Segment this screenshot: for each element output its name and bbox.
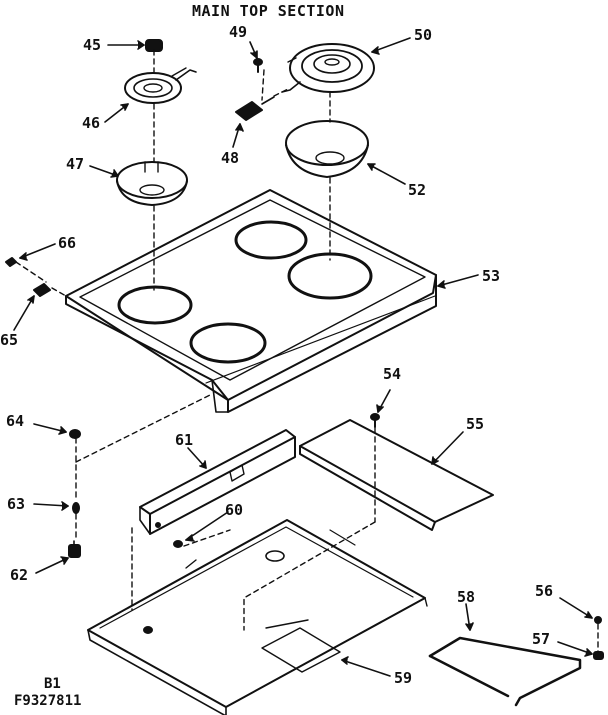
label-45: 45 <box>83 36 102 54</box>
part-48-receptacle <box>235 96 275 121</box>
part-63-spring <box>72 502 80 514</box>
diagram-code: F9327811 <box>14 693 82 709</box>
label-49: 49 <box>229 23 248 41</box>
label-56: 56 <box>535 582 554 600</box>
label-63: 63 <box>7 495 26 513</box>
label-60: 60 <box>225 501 244 519</box>
label-48: 48 <box>221 149 240 167</box>
part-56-screw <box>594 616 602 624</box>
part-61-bracket <box>139 429 296 535</box>
cooktop-main-top <box>65 189 437 413</box>
part-54-screw <box>370 413 380 428</box>
label-65: 65 <box>0 331 19 349</box>
label-61: 61 <box>175 431 194 449</box>
label-55: 55 <box>466 415 485 433</box>
label-53: 53 <box>482 267 501 285</box>
part-52-large-drip-pan <box>285 120 369 178</box>
label-54: 54 <box>383 365 402 383</box>
label-59: 59 <box>394 669 413 687</box>
part-49-screw <box>253 58 263 73</box>
part-66-screw <box>5 257 17 267</box>
part-47-small-drip-pan <box>116 161 188 206</box>
label-64: 64 <box>6 412 25 430</box>
part-60-screw <box>173 540 183 548</box>
leader-arrows <box>13 37 593 677</box>
label-52: 52 <box>408 181 427 199</box>
sheet-label: B1 <box>44 676 61 692</box>
part-50-large-element <box>281 43 375 93</box>
part-65-clip <box>33 283 51 297</box>
label-57: 57 <box>532 630 551 648</box>
label-50: 50 <box>414 26 433 44</box>
part-58-rod <box>428 636 582 707</box>
assembly-lines <box>15 49 599 653</box>
diagram-title: MAIN TOP SECTION <box>192 2 345 20</box>
label-47: 47 <box>66 155 85 173</box>
part-64-nut <box>69 429 81 439</box>
label-58: 58 <box>457 588 476 606</box>
part-46-small-element <box>124 67 197 104</box>
part-57-clip <box>593 651 604 660</box>
label-62: 62 <box>10 566 29 584</box>
part-59-bottom-pan <box>87 519 428 715</box>
part-62-connector <box>68 540 81 558</box>
part-55-panel <box>299 419 494 531</box>
label-46: 46 <box>82 114 101 132</box>
label-66: 66 <box>58 234 77 252</box>
